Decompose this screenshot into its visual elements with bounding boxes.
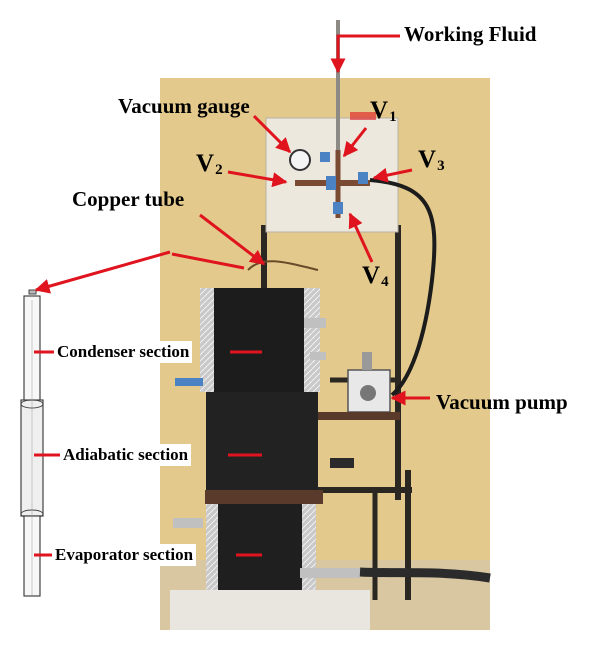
vacuum-pump bbox=[318, 352, 400, 468]
vacuum-gauge-label: Vacuum gauge bbox=[118, 94, 250, 118]
callout-arrows bbox=[34, 34, 430, 557]
working-fluid-label: Working Fluid bbox=[404, 22, 537, 46]
valve-v3-label: V3 bbox=[418, 146, 445, 174]
vacuum-gauge-arrow bbox=[252, 114, 292, 154]
working-fluid-arrow bbox=[330, 34, 400, 74]
copper-tube-arrow bbox=[199, 213, 266, 266]
valve-panel bbox=[265, 20, 399, 233]
condenser-section-label: Condenser section bbox=[54, 341, 193, 363]
v4-arrow bbox=[348, 212, 374, 263]
schematic-pointer-link bbox=[171, 252, 245, 270]
v2-arrow bbox=[227, 170, 288, 188]
heat-pipe-unit bbox=[173, 288, 491, 590]
copper-tube-label: Copper tube bbox=[72, 187, 185, 211]
heat-pipe-schematic bbox=[20, 289, 44, 597]
schematic-pointer-arrow bbox=[34, 250, 171, 294]
v1-arrow bbox=[342, 127, 368, 158]
valve-v4-label: V4 bbox=[362, 262, 389, 290]
v3-arrow bbox=[372, 167, 413, 183]
support-frame bbox=[261, 225, 412, 600]
valve-v1-label: V1 bbox=[370, 97, 397, 125]
valve-v2-label: V2 bbox=[196, 150, 223, 178]
vacuum-hose bbox=[369, 178, 437, 397]
adiabatic-section-label: Adiabatic section bbox=[60, 444, 192, 466]
evaporator-section-label: Evaporator section bbox=[52, 544, 197, 566]
vacuum-pump-label: Vacuum pump bbox=[436, 390, 568, 414]
copper-tube bbox=[247, 260, 319, 271]
